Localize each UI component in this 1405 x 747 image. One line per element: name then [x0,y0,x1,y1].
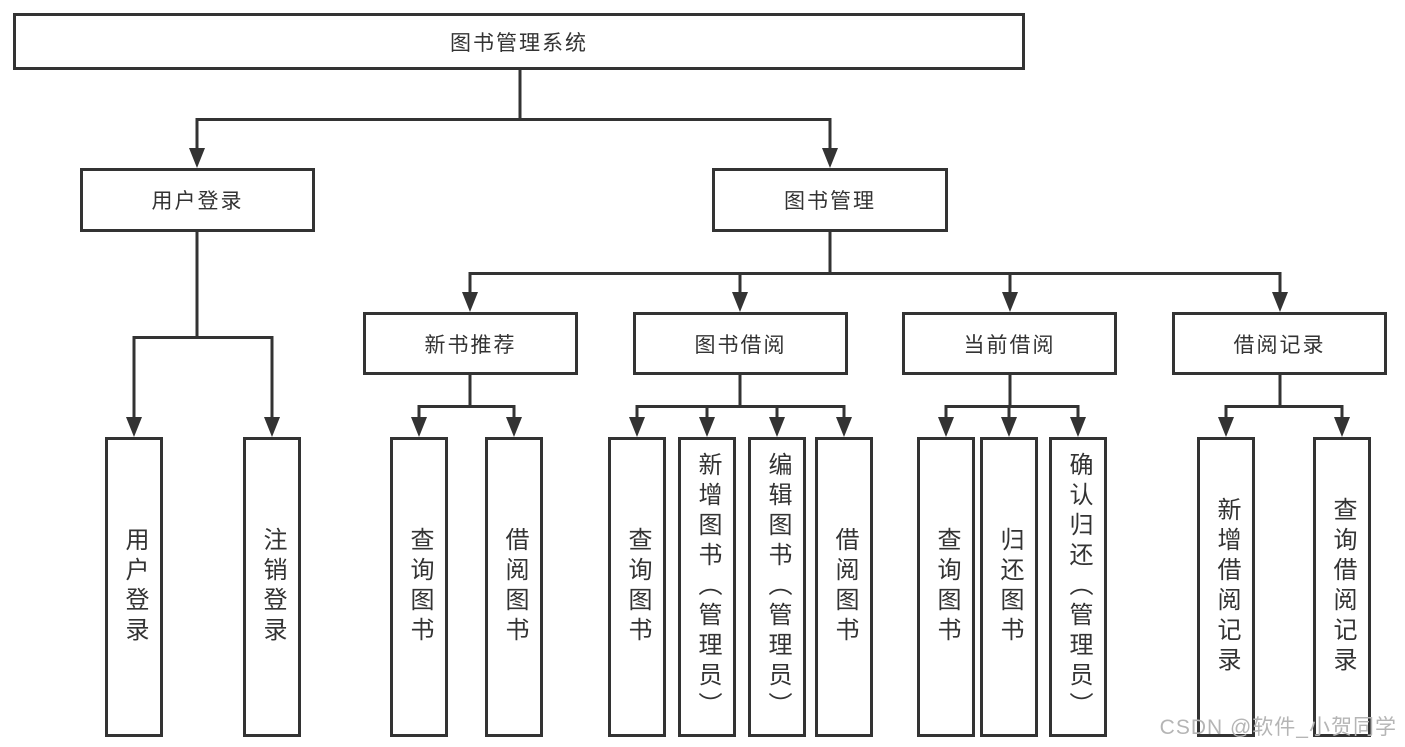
node-borrow-records: 借阅记录 [1172,312,1387,375]
leaf-add-borrow-record: 新增借阅记录 [1197,437,1255,737]
leaf-query-books: 查询图书 [390,437,448,737]
arrowhead [126,417,142,437]
arrowhead [938,417,954,437]
leaf-add-books-admin: 新增图书（管理员） [678,437,736,737]
connector-user-login [132,232,274,423]
connector-book-borrow [635,375,846,423]
arrowhead [264,417,280,437]
connector-current-borrow [944,375,1080,423]
leaf-query-borrow-record: 查询借阅记录 [1313,437,1371,737]
arrowhead [506,417,522,437]
arrowhead [1334,417,1350,437]
arrowhead [1002,292,1018,312]
connector-root-to-level2 [195,70,832,152]
node-user-login: 用户登录 [80,168,315,232]
arrowhead [836,417,852,437]
node-book-mgmt: 图书管理 [712,168,948,232]
leaf-edit-books-admin: 编辑图书（管理员） [748,437,806,737]
node-root: 图书管理系统 [13,13,1025,70]
leaf-query-books: 查询图书 [917,437,975,737]
arrowhead [1272,292,1288,312]
arrowhead [411,417,427,437]
arrowhead [629,417,645,437]
leaf-return-books: 归还图书 [980,437,1038,737]
arrowhead [822,148,838,168]
arrowhead [699,417,715,437]
leaf-user-login: 用户登录 [105,437,163,737]
connector-new-book [417,375,516,423]
arrowhead [1218,417,1234,437]
leaf-borrow-books: 借阅图书 [815,437,873,737]
arrowhead [462,292,478,312]
leaf-borrow-books: 借阅图书 [485,437,543,737]
arrowhead [769,417,785,437]
leaf-query-books: 查询图书 [608,437,666,737]
leaf-logout: 注销登录 [243,437,301,737]
connector-book-mgmt [468,232,1282,296]
arrowhead [732,292,748,312]
node-current-borrow: 当前借阅 [902,312,1117,375]
csdn-watermark: CSDN @软件_小贺同学 [1159,716,1397,739]
arrowhead [1070,417,1086,437]
connector-borrow-records [1224,375,1344,423]
leaf-confirm-return-admin: 确认归还（管理员） [1049,437,1107,737]
node-new-book-recommend: 新书推荐 [363,312,578,375]
arrowhead [189,148,205,168]
arrowhead [1001,417,1017,437]
node-book-borrow: 图书借阅 [633,312,848,375]
